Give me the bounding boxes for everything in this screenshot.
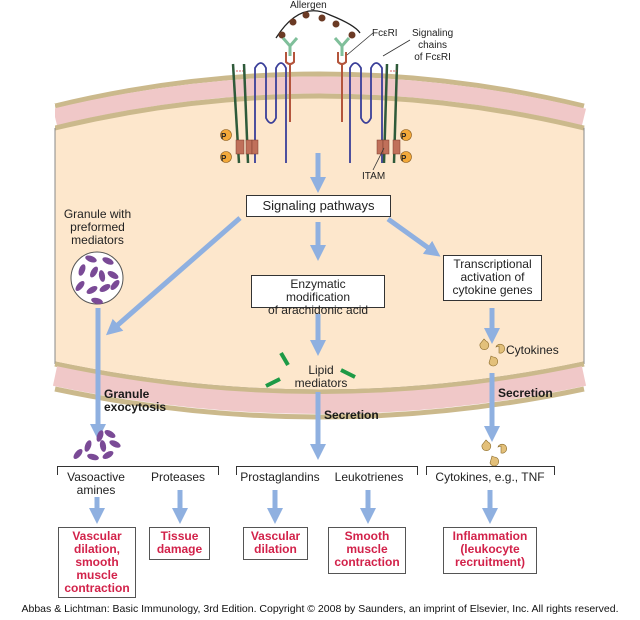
cytokine-particles-outside — [481, 439, 507, 467]
pathway-arrows — [88, 153, 501, 525]
product-leukotrienes: Leukotrienes — [334, 470, 404, 484]
product-proteases: Proteases — [150, 470, 206, 484]
product-cytokines-tnf: Cytokines, e.g., TNF — [435, 470, 545, 484]
released-granule-contents — [73, 430, 121, 461]
product-vasoactive-amines: Vasoactive amines — [67, 470, 125, 497]
signaling-chains-left — [231, 62, 287, 164]
cytokine-products-bracket — [426, 466, 555, 475]
fceri-label: FcεRI — [372, 28, 398, 39]
outcome-inflammation: Inflammation (leukocyte recruitment) — [443, 527, 537, 574]
allergen-label: Allergen — [290, 0, 327, 11]
phospho-label: P — [221, 154, 227, 163]
granule-products-bracket — [57, 466, 219, 475]
outcome-tissue-damage: Tissue damage — [149, 527, 210, 560]
granule-label: Granule with preformed mediators — [63, 207, 132, 247]
arrow-signaling-to-granule — [105, 216, 242, 336]
outcome-vascular-dilation-smooth-muscle: Vascular dilation, smooth muscle contrac… — [58, 527, 136, 598]
allergen-arc — [275, 10, 361, 39]
granule-exocytosis-label: Granule exocytosis — [104, 387, 167, 414]
top-membrane-inner-edge — [54, 93, 585, 131]
arrow-signaling-to-transcriptional — [386, 216, 441, 257]
phospho-label: P — [401, 132, 407, 141]
fceri-left — [281, 37, 299, 122]
outcome-smooth-muscle-contraction: Smooth muscle contraction — [328, 527, 406, 574]
cytokines-label: Cytokines — [506, 343, 559, 357]
lipid-mediators-label: Lipid mediators — [294, 363, 348, 390]
signaling-pathways-box: Signaling pathways — [246, 195, 391, 217]
phospho-label: P — [401, 154, 407, 163]
phospho-groups — [220, 129, 412, 163]
secretion-label-right: Secretion — [498, 386, 553, 400]
granule — [70, 251, 124, 305]
signaling-chains-label: Signaling chains of FcεRI — [412, 28, 454, 63]
enzymatic-modification-box: Enzymatic modification of arachidonic ac… — [251, 275, 385, 317]
transcriptional-activation-box: Transcriptional activation of cytokine g… — [443, 255, 542, 301]
top-membrane-outer-edge — [54, 71, 585, 109]
signaling-chains-right — [349, 39, 411, 171]
cytokine-particles-inside — [479, 338, 505, 367]
itam-label: ITAM — [362, 171, 386, 182]
product-prostaglandins: Prostaglandins — [240, 470, 320, 484]
fceri-right — [333, 32, 374, 122]
allergen-particles — [278, 11, 356, 39]
lipid-mediator-marks — [265, 351, 356, 388]
lipid-products-bracket — [236, 466, 418, 475]
outcome-vascular-dilation: Vascular dilation — [243, 527, 308, 560]
phospho-label: P — [221, 132, 227, 141]
copyright-footer: Abbas & Lichtman: Basic Immunology, 3rd … — [21, 603, 619, 615]
secretion-label-middle: Secretion — [324, 408, 379, 422]
top-membrane — [53, 76, 587, 126]
